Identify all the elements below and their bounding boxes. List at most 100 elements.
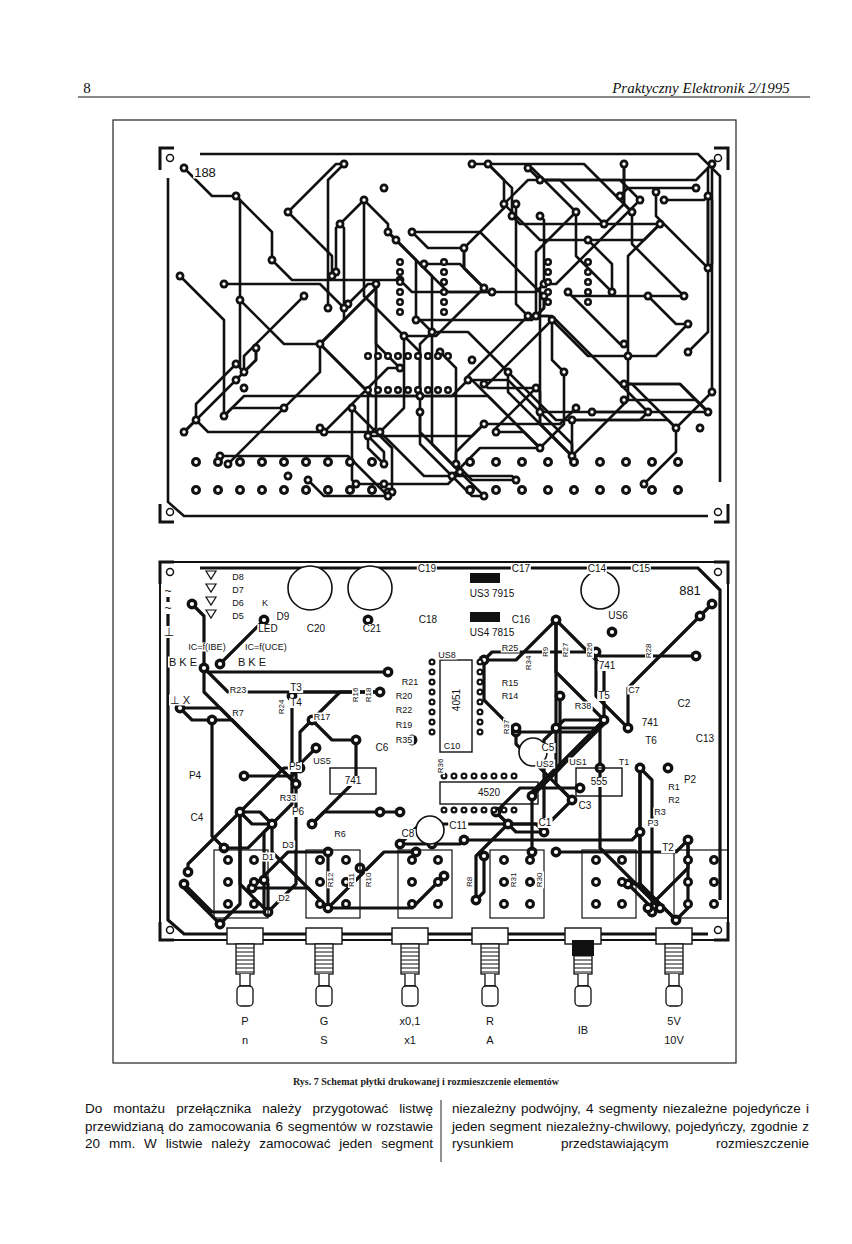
capacitor-outline: [288, 566, 332, 610]
pad-hole: [620, 880, 624, 884]
solder-pad: [477, 679, 484, 686]
pad-hole: [646, 410, 649, 413]
solder-pad: [491, 773, 498, 780]
pad-hole: [520, 488, 524, 492]
solder-pad: [372, 280, 381, 289]
solder-pad: [440, 298, 448, 306]
solder-pad: [672, 424, 681, 433]
solder-pad: [572, 404, 581, 413]
pad-hole: [446, 354, 449, 357]
part-label: IC=f(IBE): [187, 643, 226, 652]
solder-pad: [616, 192, 625, 201]
solder-pad: [215, 659, 226, 670]
pad-hole: [414, 318, 417, 321]
copper-trace: [364, 200, 404, 336]
switch-body: [481, 944, 499, 974]
switch-thread: [236, 972, 254, 973]
solder-pad: [235, 457, 245, 467]
solder-pad: [481, 807, 488, 814]
copper-trace: [488, 164, 512, 216]
solder-pad: [380, 184, 389, 193]
copper-trace: [708, 164, 712, 268]
switch-body: [236, 944, 254, 974]
pad-hole: [513, 809, 516, 812]
pad-hole: [366, 618, 370, 622]
pad-hole: [642, 482, 645, 485]
copper-trace: [540, 216, 544, 284]
copper-trace: [412, 232, 544, 296]
pad-hole: [318, 426, 321, 429]
solder-pad: [291, 779, 302, 790]
pad-hole: [254, 346, 257, 349]
part-label: C20: [306, 624, 326, 634]
pad-hole: [586, 238, 589, 241]
solder-pad: [543, 485, 553, 495]
pad-hole: [310, 822, 314, 826]
part-label: R14: [501, 692, 520, 701]
copper-trace: [628, 224, 660, 356]
pad-hole: [330, 274, 333, 277]
switch-body: [315, 944, 333, 974]
switch-segment: [674, 850, 728, 918]
copper-trace: [440, 352, 456, 464]
copper-trace: [540, 392, 712, 412]
pad-hole: [226, 880, 230, 884]
part-label: US1: [568, 758, 588, 767]
pad-hole: [194, 460, 198, 464]
pad-hole: [494, 430, 497, 433]
pad-hole: [586, 270, 589, 273]
pad-hole: [514, 202, 517, 205]
pad-hole: [468, 488, 472, 492]
part-label: C10: [443, 742, 462, 751]
copper-trace: [644, 428, 676, 484]
pad-hole: [650, 460, 654, 464]
part-label: R36: [437, 758, 445, 775]
solder-pad: [644, 292, 653, 301]
pad-hole: [482, 494, 485, 497]
part-label: R37: [503, 719, 511, 736]
pad-hole: [354, 482, 357, 485]
pad-hole: [398, 290, 401, 293]
switch-button: [316, 986, 332, 1006]
solder-pad: [429, 719, 436, 726]
pad-hole: [530, 794, 534, 798]
pad-hole: [494, 460, 498, 464]
pad-hole: [326, 306, 329, 309]
pad-hole: [362, 198, 365, 201]
solder-pad: [568, 416, 577, 425]
pad-hole: [436, 902, 440, 906]
part-label: ~: [163, 585, 172, 597]
copper-trace: [708, 164, 712, 268]
pad-hole: [194, 418, 197, 421]
pad-hole: [234, 194, 237, 197]
switch-shaft: [669, 974, 679, 986]
solder-pad: [315, 855, 325, 865]
pad-hole: [494, 488, 498, 492]
pad-hole: [546, 260, 549, 263]
ic-outline: [440, 782, 538, 804]
pad-hole: [598, 460, 602, 464]
solder-pad: [407, 877, 417, 887]
solder-pad: [673, 457, 683, 467]
part-label: B K E: [237, 657, 267, 668]
solder-pad: [635, 827, 646, 838]
pad-hole: [479, 661, 482, 664]
solder-pad: [396, 364, 405, 373]
switch-thread: [236, 952, 254, 953]
solder-pad: [441, 807, 448, 814]
pad-hole: [186, 870, 190, 874]
pad-hole: [602, 718, 606, 722]
part-label: C11: [448, 821, 468, 831]
copper-trace: [624, 384, 676, 428]
pad-hole: [594, 858, 598, 862]
solder-pad: [511, 807, 518, 814]
solder-pad: [656, 220, 665, 229]
solder-pad: [660, 196, 669, 205]
pad-hole: [342, 306, 345, 309]
switch-thread: [481, 956, 499, 957]
pad-hole: [386, 494, 389, 497]
solder-pad: [444, 352, 452, 360]
pad-hole: [314, 746, 318, 750]
copper-trace: [484, 620, 556, 660]
pad-hole: [610, 290, 613, 293]
